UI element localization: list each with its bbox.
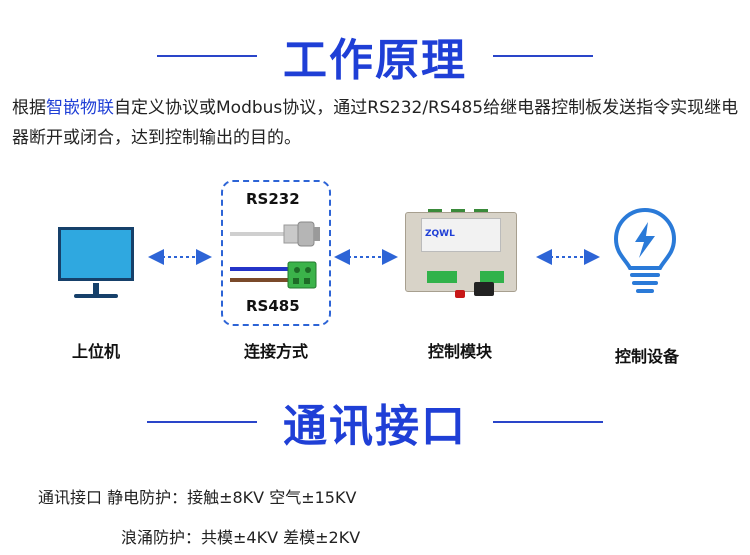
connection-label: 连接方式 — [243, 342, 308, 361]
module-red-indicator — [455, 290, 465, 298]
section-title-text: 通讯接口 — [283, 401, 467, 452]
module-panel — [421, 218, 501, 252]
section-title-text: 工作原理 — [283, 35, 467, 86]
module-terminal-strip — [480, 271, 504, 283]
monitor-icon — [58, 227, 134, 281]
module-terminal-strip — [427, 271, 457, 283]
intro-brand: 智嵌物联 — [46, 98, 114, 118]
rs485-cable-icon — [230, 261, 317, 289]
module-db9-port — [474, 282, 494, 296]
spec-esd-protection: 通讯接口 静电防护：接触±8KV 空气±15KV — [38, 488, 357, 507]
intro-part1: 根据 — [12, 98, 46, 118]
module-logo: ZQWL — [425, 229, 455, 239]
rs485-label: RS485 — [246, 297, 300, 315]
lightbulb-lightning-icon — [613, 207, 677, 293]
section-title-communication: 通讯接口 — [0, 390, 750, 454]
monitor-base — [74, 294, 118, 298]
title-left-line — [157, 55, 257, 57]
rs232-label: RS232 — [246, 190, 300, 208]
device-label: 控制设备 — [614, 347, 679, 366]
title-right-line — [493, 421, 603, 423]
intro-part2: 自定义协议或Modbus协议，通过RS232/RS485给继电器控制板发送指令实… — [12, 98, 739, 148]
monitor-neck — [93, 283, 99, 295]
connection-methods-box — [221, 180, 331, 326]
computer-label: 上位机 — [71, 342, 120, 361]
title-left-line — [147, 421, 257, 423]
title-right-line — [493, 55, 593, 57]
module-label: 控制模块 — [427, 342, 492, 361]
intro-paragraph: 根据智嵌物联自定义协议或Modbus协议，通过RS232/RS485给继电器控制… — [12, 93, 742, 153]
rs232-cable-icon — [230, 221, 320, 247]
spec-surge-protection: 浪涌防护：共模±4KV 差模±2KV — [121, 528, 361, 547]
section-title-working-principle: 工作原理 — [0, 24, 750, 88]
